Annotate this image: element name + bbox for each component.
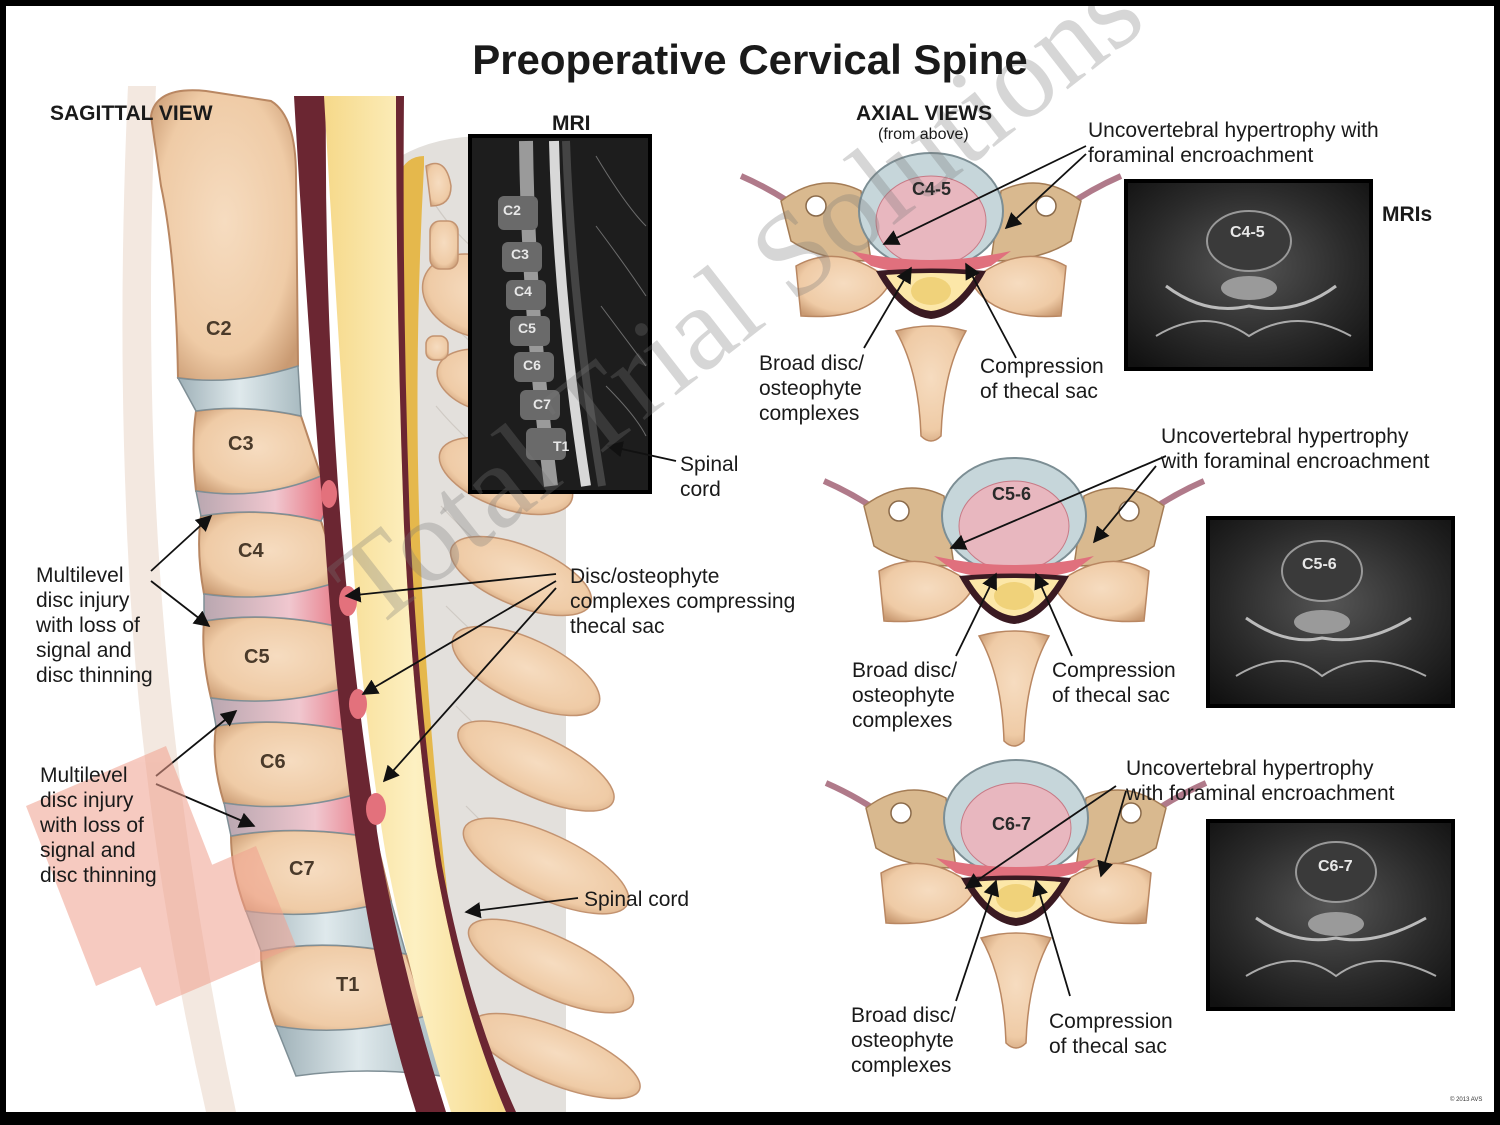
vertebra-label-c7: C7 xyxy=(289,858,315,880)
axial-heading: AXIAL VIEWS xyxy=(856,102,993,125)
spinal-cord-sagittal xyxy=(324,96,506,1112)
axial-mri-level-label-c6-7: C6-7 xyxy=(1318,858,1353,875)
axial-foramen-left xyxy=(890,802,912,824)
sagittal-mri-image xyxy=(468,134,652,494)
axial-transverse-left xyxy=(863,487,955,567)
axial-mri-c4-5 xyxy=(1124,179,1373,371)
mri-level-c7: C7 xyxy=(533,396,551,412)
vertebra-c5-body xyxy=(202,616,353,706)
illustration-canvas: Total Trial Solutions Preoperative Cervi… xyxy=(6,6,1494,1112)
vertebra-label-t1: T1 xyxy=(336,974,360,996)
axial-vertebra-c4-5 xyxy=(739,152,1123,442)
mri-level-c6: C6 xyxy=(523,357,541,373)
sagittal-heading: SAGITTAL VIEW xyxy=(50,102,213,125)
axial-foramen-right xyxy=(1118,500,1140,522)
watermark-logo xyxy=(26,746,296,1006)
axial-transverse-right xyxy=(1073,487,1165,567)
mri-vertebra-signals xyxy=(498,196,566,460)
axial-uncovertebral-label-c6-7: Uncovertebral hypertrophy with foraminal… xyxy=(1126,757,1395,805)
mris-heading: MRIs xyxy=(1382,203,1433,226)
axial-gray-matter xyxy=(911,277,951,305)
axial-compression-label-c4-5: Compression of thecal sac xyxy=(980,355,1104,403)
vertebra-label-c5: C5 xyxy=(244,646,270,668)
label-multilevel-upper: Multilevel disc injury with loss of sign… xyxy=(36,564,153,687)
page-title: Preoperative Cervical Spine xyxy=(472,36,1028,83)
axial-spinous-process xyxy=(894,325,968,442)
label-spinal-cord-mri: Spinal cord xyxy=(680,453,739,501)
axial-foramen-left xyxy=(805,195,827,217)
axial-leader-lines-c6-7 xyxy=(955,785,1127,1002)
disc-c2-3 xyxy=(176,364,302,417)
axial-mri-level-label-c5-6: C5-6 xyxy=(1302,556,1337,573)
axial-level-label-c6-7: C6-7 xyxy=(992,814,1032,834)
label-disc-osteophyte-compressing: Disc/osteophyte complexes compressing th… xyxy=(570,565,796,638)
prevertebral-tissue xyxy=(122,86,236,1112)
axial-leader-lines-c5-6 xyxy=(949,455,1167,657)
axial-compression-label-c5-6: Compression of thecal sac xyxy=(1052,659,1176,707)
axial-level-label-c5-6: C5-6 xyxy=(992,484,1032,504)
dura-mater xyxy=(294,96,446,1112)
axial-subheading: (from above) xyxy=(878,126,969,143)
axial-spinous-process xyxy=(979,932,1053,1049)
axial-gray-matter xyxy=(996,884,1036,912)
axial-foramen-left xyxy=(888,500,910,522)
axial-mri-c6-7 xyxy=(1206,819,1455,1011)
axial-uncovertebral-label-c4-5: Uncovertebral hypertrophy with foraminal… xyxy=(1088,119,1379,167)
axial-broad-disc-label-c4-5: Broad disc/ osteophyte complexes xyxy=(759,352,865,425)
axial-panels xyxy=(739,152,1208,1049)
axial-compression-label-c6-7: Compression of thecal sac xyxy=(1049,1010,1173,1058)
axial-transverse-right xyxy=(990,182,1082,262)
axial-broad-disc-label-c5-6: Broad disc/ osteophyte complexes xyxy=(852,659,958,732)
mri-level-c4: C4 xyxy=(514,283,532,299)
axial-foramen-right xyxy=(1120,802,1142,824)
posterior-fat xyxy=(397,156,476,1112)
anatomy-drawing xyxy=(26,86,1455,1112)
axial-vertebra-c5-6 xyxy=(822,457,1206,747)
vertebra-label-c4: C4 xyxy=(238,540,264,562)
axial-broad-disc-label-c6-7: Broad disc/ osteophyte complexes xyxy=(851,1004,957,1077)
axial-foramen-right xyxy=(1035,195,1057,217)
vertebra-label-c3: C3 xyxy=(228,433,254,455)
axial-mri-c5-6 xyxy=(1206,516,1455,708)
axial-transverse-left xyxy=(865,789,957,869)
mri-level-t1: T1 xyxy=(553,438,570,454)
mri-level-c3: C3 xyxy=(511,246,529,262)
label-spinal-cord-sagittal: Spinal cord xyxy=(584,888,690,911)
mri-level-c2: C2 xyxy=(503,202,521,218)
axial-leader-lines-c4-5 xyxy=(863,145,1087,359)
vertebral-bodies xyxy=(149,89,428,1036)
axial-mri-images xyxy=(1124,179,1455,1011)
vertebra-label-c6: C6 xyxy=(260,751,286,773)
mri-level-c5: C5 xyxy=(518,320,536,336)
axial-uncovertebral-label-c5-6: Uncovertebral hypertrophy with foraminal… xyxy=(1161,425,1430,473)
axial-level-label-c4-5: C4-5 xyxy=(912,179,952,199)
mri-heading: MRI xyxy=(552,112,591,135)
copyright-note: © 2013 AVS xyxy=(1450,1097,1483,1103)
label-multilevel-lower: Multilevel disc injury with loss of sign… xyxy=(40,764,157,887)
axial-osteophyte-complex xyxy=(934,556,1094,580)
axial-mri-level-label-c4-5: C4-5 xyxy=(1230,224,1265,241)
axial-gray-matter xyxy=(994,582,1034,610)
axial-vertebra-c6-7 xyxy=(824,759,1208,1049)
axial-spinous-process xyxy=(977,630,1051,747)
vertebra-label-c2: C2 xyxy=(206,318,232,340)
